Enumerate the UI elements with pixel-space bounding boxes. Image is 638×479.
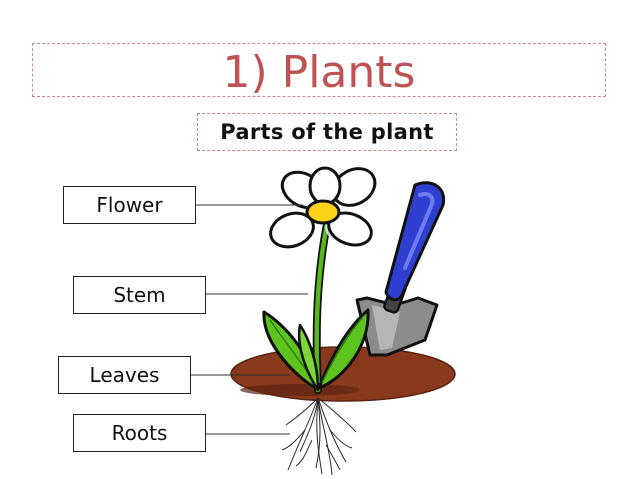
label-stem: Stem	[73, 276, 206, 314]
roots-drawing	[281, 397, 357, 476]
label-leader-lines	[191, 204, 308, 435]
title-frame	[32, 43, 606, 97]
label-leaves: Leaves	[58, 356, 191, 394]
label-flower: Flower	[63, 186, 196, 224]
trowel-drawing	[355, 181, 446, 357]
subtitle-frame: Parts of the plant	[197, 113, 457, 151]
soil-shadow	[240, 384, 360, 396]
page-subtitle: Parts of the plant	[220, 120, 434, 144]
leaves-drawing	[262, 308, 370, 392]
flower-drawing	[269, 166, 377, 249]
flower-center	[305, 199, 341, 225]
page-title: 1) Plants	[222, 47, 416, 98]
label-roots: Roots	[73, 414, 206, 452]
